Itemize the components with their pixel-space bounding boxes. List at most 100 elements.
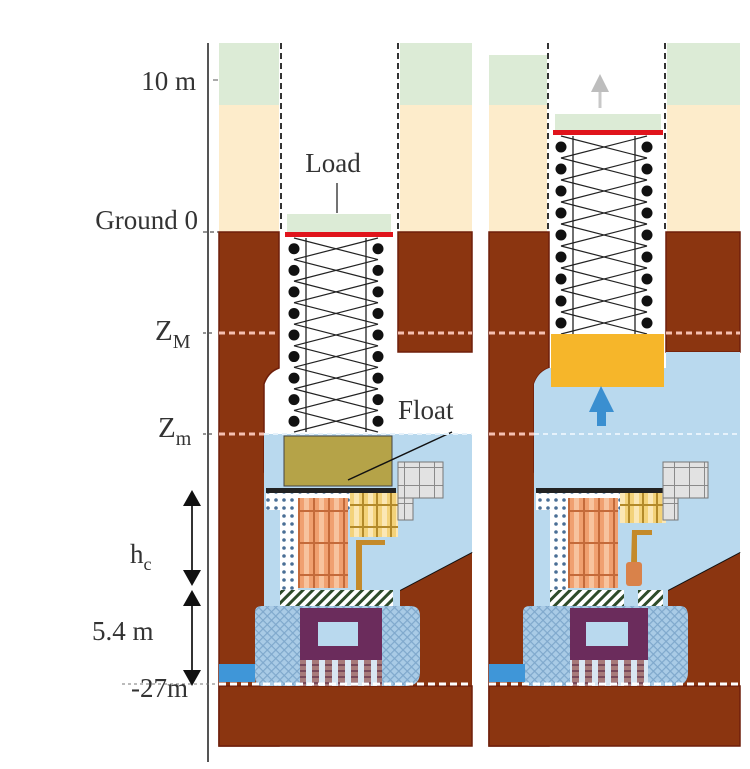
label-hc: hc	[130, 539, 152, 574]
lift-scissor-bar	[293, 323, 379, 347]
depth-axis: 10 m Ground 0 ZM Zm hc 5.4 m -27m	[92, 43, 245, 762]
yellow-containers	[620, 493, 666, 523]
label-10m: 10 m	[141, 66, 196, 96]
red-plate-raised	[553, 130, 663, 135]
yellow-containers	[350, 493, 398, 537]
lift-scissor-bar	[293, 280, 379, 304]
hatched-slab	[550, 590, 663, 608]
vessel-legs	[300, 660, 382, 686]
soil-bottom	[218, 685, 473, 747]
lift-scissor-bar	[560, 223, 648, 247]
lift-joint	[288, 243, 300, 255]
reactor-building-left	[219, 461, 444, 686]
lift-joint	[288, 351, 300, 363]
soil-bottom	[488, 685, 741, 747]
lift-joint	[641, 207, 653, 219]
lift-scissor-bar	[560, 267, 648, 291]
dotted-wall	[266, 493, 350, 590]
lift-scissor-bar	[293, 302, 379, 325]
panel-flooded-state	[488, 43, 741, 747]
lift-joint	[641, 185, 653, 197]
load-plate-raised	[555, 114, 661, 130]
drain-channel	[489, 664, 525, 682]
lift-joint	[555, 251, 567, 263]
hatched-slab	[280, 590, 393, 608]
slab-opening	[624, 590, 638, 608]
label-minus-27m: -27m	[131, 673, 188, 703]
reactor-building-right	[489, 461, 709, 686]
panel-initial-state: Load Float	[218, 43, 473, 747]
lift-joint	[555, 163, 567, 175]
lift-joint	[372, 286, 384, 298]
blue-up-arrow-icon	[589, 386, 614, 412]
lift-scissor-bar	[293, 409, 379, 433]
lift-scissor-bar	[560, 311, 648, 335]
vessel-cavity	[318, 622, 358, 646]
lift-joint	[555, 207, 567, 219]
dimension-hc-bottom-arrow	[183, 570, 201, 586]
red-plate	[285, 232, 393, 237]
lift-scissor-bar	[560, 157, 648, 181]
grey-blocks-lower	[662, 497, 679, 521]
label-5-4m: 5.4 m	[92, 616, 154, 646]
lift-scissor-bar	[560, 289, 648, 313]
drain-channel	[219, 664, 255, 682]
lift-joint	[555, 185, 567, 197]
lift-joint	[288, 415, 300, 427]
dimension-hc-top-arrow	[183, 490, 201, 506]
upper-layer-sand-right	[667, 105, 740, 232]
dimension-5-4m-bottom-arrow	[183, 670, 201, 686]
lift-joint	[288, 307, 300, 319]
orange-containers	[568, 498, 618, 588]
scissor-lift-extended	[555, 135, 653, 335]
lift-joint	[641, 141, 653, 153]
grey-up-arrow-icon	[591, 74, 609, 92]
grey-blocks-upper	[662, 461, 709, 499]
lift-joint	[641, 163, 653, 175]
dotted-wall	[536, 493, 620, 590]
float	[283, 435, 393, 487]
float-pointer	[347, 431, 453, 481]
lift-joint	[288, 264, 300, 276]
upper-layer-sand-right	[400, 105, 472, 232]
orange-containers	[298, 498, 348, 588]
float-raised	[551, 334, 664, 387]
lift-joint	[555, 317, 567, 329]
lift-joint	[372, 329, 384, 341]
floor-slab	[266, 488, 396, 493]
lift-joint	[372, 394, 384, 406]
vessel-legs	[570, 660, 648, 686]
grey-blocks-upper	[397, 461, 444, 499]
lift-scissor-bar	[293, 366, 379, 390]
dimension-5-4m-top-arrow	[183, 590, 201, 606]
label-float: Float	[398, 395, 454, 425]
lift-scissor-bar	[293, 237, 379, 261]
blue-arrow-shaft	[597, 410, 606, 426]
upper-layer-green-right	[667, 43, 740, 105]
lift-joint	[555, 295, 567, 307]
lift-joint	[641, 251, 653, 263]
vessel-cavity	[586, 622, 628, 646]
lift-scissor-bar	[560, 135, 648, 159]
lift-scissor-bar	[293, 345, 379, 368]
lift-joint	[372, 307, 384, 319]
lift-scissor-bar	[293, 388, 379, 412]
lift-joint	[641, 229, 653, 241]
scissor-lift	[288, 237, 384, 433]
upper-layer-green-right	[400, 43, 472, 105]
lift-joint	[372, 415, 384, 427]
lift-joint	[641, 295, 653, 307]
floor-slab	[536, 488, 666, 493]
lift-scissor-bar	[293, 258, 379, 282]
crane-bucket	[626, 562, 642, 586]
lift-joint	[288, 394, 300, 406]
grey-blocks-lower	[397, 497, 414, 521]
lift-joint	[372, 243, 384, 255]
upper-layer-sand-left	[489, 105, 547, 232]
lift-joint	[555, 229, 567, 241]
label-zmax: ZM	[155, 315, 191, 353]
upper-layer-sand-left	[219, 105, 279, 232]
lift-joint	[641, 273, 653, 285]
upper-layer-green-left	[219, 43, 279, 105]
lift-joint	[372, 264, 384, 276]
